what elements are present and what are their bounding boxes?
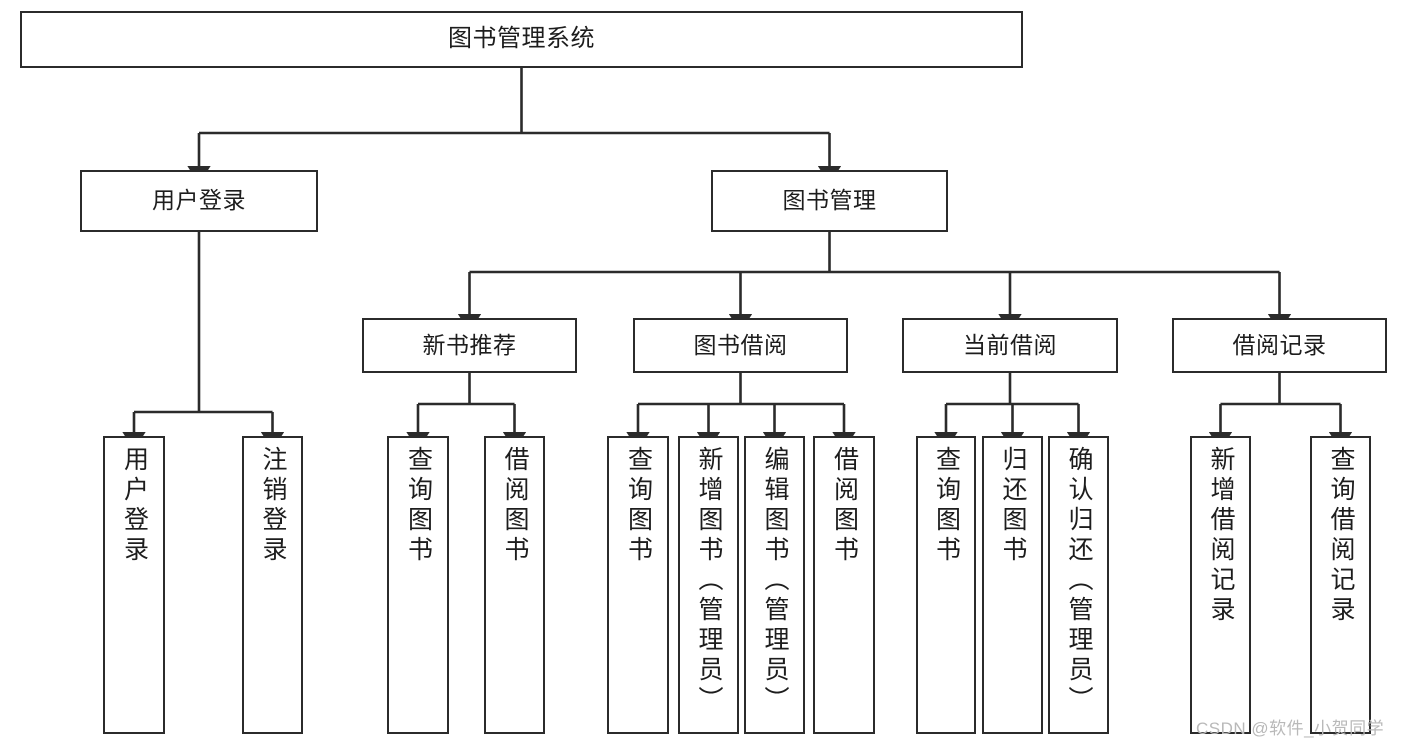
node-borrow-record[interactable]: 借阅记录 xyxy=(1172,318,1387,373)
node-leaf-add-book-label: 新增图书（管理员） xyxy=(695,446,723,716)
node-root-label: 图书管理系统 xyxy=(448,25,595,53)
node-leaf-borrow-book-2-label: 借阅图书 xyxy=(830,446,859,566)
node-leaf-return-book[interactable]: 归还图书 xyxy=(982,436,1043,734)
node-leaf-query-record[interactable]: 查询借阅记录 xyxy=(1310,436,1371,734)
node-leaf-query-record-label: 查询借阅记录 xyxy=(1327,446,1355,626)
node-leaf-add-record[interactable]: 新增借阅记录 xyxy=(1190,436,1251,734)
node-leaf-query-book-2-label: 查询图书 xyxy=(624,446,653,566)
node-leaf-query-book-1-label: 查询图书 xyxy=(404,446,433,566)
node-current-borrow-label: 当前借阅 xyxy=(963,331,1057,358)
node-leaf-user-login-label: 用户登录 xyxy=(120,446,149,566)
node-leaf-borrow-book-1[interactable]: 借阅图书 xyxy=(484,436,545,734)
csdn-watermark: CSDN @软件_小贺同学 xyxy=(1196,719,1385,738)
node-leaf-logout[interactable]: 注销登录 xyxy=(242,436,303,734)
node-borrow-record-label: 借阅记录 xyxy=(1232,331,1327,358)
node-leaf-borrow-book-2[interactable]: 借阅图书 xyxy=(813,436,875,734)
node-new-book-recommend-label: 新书推荐 xyxy=(422,331,517,358)
node-book-borrow-label: 图书借阅 xyxy=(693,331,788,358)
node-leaf-confirm-return-label: 确认归还（管理员） xyxy=(1065,446,1093,716)
node-leaf-logout-label: 注销登录 xyxy=(259,446,287,566)
node-leaf-add-book[interactable]: 新增图书（管理员） xyxy=(678,436,739,734)
node-book-manage-label: 图书管理 xyxy=(782,187,877,214)
node-leaf-user-login[interactable]: 用户登录 xyxy=(103,436,165,734)
node-leaf-edit-book[interactable]: 编辑图书（管理员） xyxy=(744,436,805,734)
node-book-borrow[interactable]: 图书借阅 xyxy=(633,318,848,373)
node-leaf-confirm-return[interactable]: 确认归还（管理员） xyxy=(1048,436,1109,734)
node-current-borrow[interactable]: 当前借阅 xyxy=(902,318,1118,373)
node-leaf-query-book-2[interactable]: 查询图书 xyxy=(607,436,669,734)
node-leaf-edit-book-label: 编辑图书（管理员） xyxy=(761,446,789,716)
node-leaf-return-book-label: 归还图书 xyxy=(999,446,1027,566)
node-leaf-borrow-book-1-label: 借阅图书 xyxy=(501,446,529,566)
node-leaf-add-record-label: 新增借阅记录 xyxy=(1207,446,1235,626)
node-leaf-query-book-3[interactable]: 查询图书 xyxy=(916,436,976,734)
node-root[interactable]: 图书管理系统 xyxy=(20,11,1023,68)
node-leaf-query-book-1[interactable]: 查询图书 xyxy=(387,436,449,734)
node-book-manage[interactable]: 图书管理 xyxy=(711,170,948,232)
node-user-login-label: 用户登录 xyxy=(152,187,246,214)
node-user-login[interactable]: 用户登录 xyxy=(80,170,318,232)
node-new-book-recommend[interactable]: 新书推荐 xyxy=(362,318,577,373)
node-leaf-query-book-3-label: 查询图书 xyxy=(932,446,961,566)
